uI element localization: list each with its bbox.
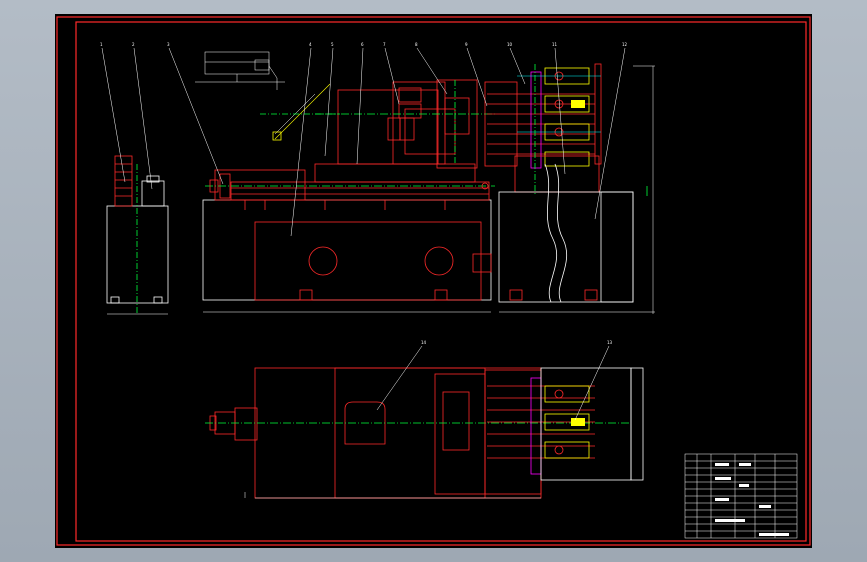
top-view: 14 13 <box>205 340 644 499</box>
balloon-label: 6 <box>361 42 364 47</box>
balloon-label: 7 <box>383 42 386 47</box>
front-balloons: 1 2 3 4 5 6 7 8 9 10 11 12 <box>100 42 628 47</box>
front-view: 1 2 3 4 5 6 7 8 9 10 11 12 <box>100 42 655 315</box>
balloon-label: 2 <box>132 42 135 47</box>
front-leaders <box>101 47 626 237</box>
balloon-label: 9 <box>465 42 468 47</box>
drawing-sheet: 1 2 3 4 5 6 7 8 9 10 11 12 <box>55 14 812 548</box>
title-block <box>684 453 798 539</box>
headstock <box>260 79 495 169</box>
inner-frame <box>75 21 807 542</box>
right-frame <box>498 65 655 314</box>
carriage <box>205 163 495 210</box>
schematic-inset <box>195 51 285 90</box>
outer-frame <box>56 16 811 546</box>
assembly-drawing: 1 2 3 4 5 6 7 8 9 10 11 12 <box>56 16 811 546</box>
hydraulic-tank <box>106 155 169 315</box>
top-leaders <box>376 345 610 421</box>
spindle-heads <box>484 63 602 194</box>
balloon-label: 8 <box>415 42 418 47</box>
balloon-label: 1 <box>100 42 103 47</box>
balloon-label: 12 <box>622 42 628 47</box>
balloon-label: 3 <box>167 42 170 47</box>
balloon-label: 13 <box>607 340 613 345</box>
balloon-label: 14 <box>421 340 427 345</box>
balloon-label: 11 <box>552 42 558 47</box>
balloon-label: 10 <box>507 42 513 47</box>
machine-bed <box>202 199 492 313</box>
balloon-label: 5 <box>331 42 334 47</box>
balloon-label: 4 <box>309 42 312 47</box>
